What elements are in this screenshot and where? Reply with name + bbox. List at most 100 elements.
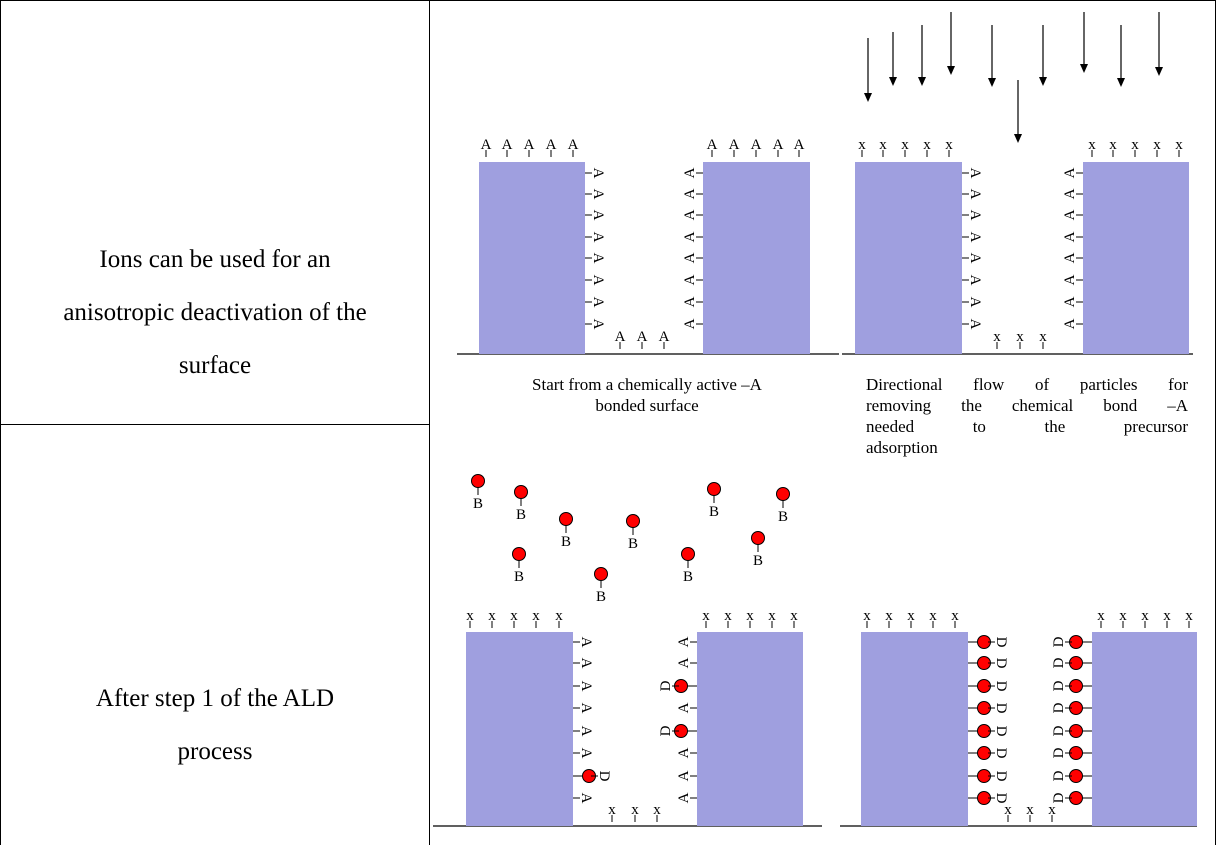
- surface-label-top: x: [1119, 608, 1127, 624]
- substrate-block: [1092, 632, 1197, 826]
- surface-label-side: A: [967, 210, 983, 221]
- surface-label-top: x: [858, 137, 866, 153]
- panel2-caption-line2: removing the chemical bond –A: [866, 396, 1188, 415]
- substrate-block: [466, 632, 573, 826]
- surface-label-top: x: [945, 137, 953, 153]
- surface-label-side: A: [590, 297, 606, 308]
- surface-label-side: A: [1062, 274, 1078, 285]
- arrow-head-icon: [889, 77, 897, 86]
- surface-label-side: A: [676, 792, 692, 803]
- surface-label-top: A: [546, 137, 557, 153]
- surface-label-top: x: [923, 137, 931, 153]
- surface-label-top: x: [885, 608, 893, 624]
- arrow-head-icon: [918, 77, 926, 86]
- surface-label-side: A: [1062, 252, 1078, 263]
- precursor-ball: [559, 512, 573, 526]
- reacted-label-side: D: [1051, 702, 1067, 713]
- surface-label-side: A: [967, 253, 983, 264]
- substrate-block: [697, 632, 803, 826]
- surface-label-side: A: [590, 275, 606, 286]
- arrow-head-icon: [1117, 78, 1125, 87]
- surface-label-side: A: [676, 747, 692, 758]
- substrate-block: [479, 162, 585, 354]
- surface-label-top: A: [659, 329, 670, 345]
- surface-label-top: x: [466, 608, 474, 624]
- precursor-label: B: [596, 589, 606, 605]
- surface-label-top: x: [702, 608, 710, 624]
- surface-label-side: A: [682, 274, 698, 285]
- surface-label-side: A: [967, 232, 983, 243]
- surface-label-top: x: [746, 608, 754, 624]
- surface-label-top: x: [488, 608, 496, 624]
- reacted-label-side: D: [993, 703, 1009, 714]
- surface-label-top: A: [502, 137, 513, 153]
- precursor-label: B: [753, 553, 763, 569]
- row1-description-line1: Ions can be used for an: [99, 246, 331, 273]
- surface-label-side: A: [590, 210, 606, 221]
- surface-label-side: A: [578, 658, 594, 669]
- surface-label-top: A: [568, 137, 579, 153]
- arrow-head-icon: [947, 66, 955, 75]
- reacted-label-side: D: [1051, 770, 1067, 781]
- surface-label-side: A: [590, 319, 606, 330]
- row-divider: [0, 424, 430, 425]
- panel2-caption-line1: Directional flow of particles for: [866, 375, 1188, 394]
- surface-label-side: A: [676, 702, 692, 713]
- panel2-caption-line4: adsorption: [866, 438, 938, 457]
- surface-label-side: A: [682, 296, 698, 307]
- surface-label-side: A: [578, 637, 594, 648]
- surface-label-side: A: [967, 319, 983, 330]
- surface-label-side: A: [1062, 167, 1078, 178]
- surface-label-top: A: [794, 137, 805, 153]
- surface-label-side: A: [578, 703, 594, 714]
- surface-label-side: A: [590, 232, 606, 243]
- surface-label-top: x: [1048, 802, 1056, 818]
- reacted-label-side: D: [658, 725, 674, 736]
- surface-label-top: x: [1088, 137, 1096, 153]
- surface-label-top: x: [993, 329, 1001, 345]
- substrate-block: [703, 162, 810, 354]
- arrow-head-icon: [1014, 134, 1022, 143]
- surface-label-side: A: [676, 657, 692, 668]
- reacted-label-side: D: [993, 748, 1009, 759]
- precursor-label: B: [561, 534, 571, 550]
- surface-label-side: A: [578, 793, 594, 804]
- surface-label-side: A: [682, 167, 698, 178]
- precursor-ball: [514, 485, 528, 499]
- reacted-label-side: D: [993, 771, 1009, 782]
- surface-label-side: A: [590, 253, 606, 264]
- surface-label-top: A: [615, 329, 626, 345]
- surface-label-top: x: [1153, 137, 1161, 153]
- precursor-ball: [707, 482, 721, 496]
- reacted-label-side: D: [1051, 725, 1067, 736]
- surface-label-top: x: [653, 802, 661, 818]
- surface-label-top: A: [751, 137, 762, 153]
- surface-label-side: A: [590, 168, 606, 179]
- precursor-label: B: [683, 569, 693, 585]
- surface-label-side: A: [682, 318, 698, 329]
- precursor-ball: [626, 514, 640, 528]
- surface-label-side: A: [682, 252, 698, 263]
- row2-description-line1: After step 1 of the ALD: [95, 685, 335, 712]
- panel1-caption-line2: bonded surface: [595, 396, 699, 415]
- precursor-label: B: [778, 509, 788, 525]
- surface-label-side: A: [967, 275, 983, 286]
- panel1-caption: Start from a chemically active –A bonded…: [452, 374, 842, 416]
- reacted-label-side: D: [596, 771, 612, 782]
- surface-label-top: x: [724, 608, 732, 624]
- surface-label-side: A: [676, 770, 692, 781]
- surface-label-top: x: [1109, 137, 1117, 153]
- row2-description-line2: process: [177, 738, 253, 765]
- surface-label-top: A: [773, 137, 784, 153]
- surface-label-top: x: [790, 608, 798, 624]
- row1-description-line3: surface: [178, 352, 252, 379]
- reacted-label-side: D: [993, 637, 1009, 648]
- precursor-ball: [776, 487, 790, 501]
- row2-description: After step 1 of the ALD process: [0, 672, 430, 778]
- arrow-head-icon: [1155, 67, 1163, 76]
- surface-label-side: A: [578, 748, 594, 759]
- reacted-label-side: D: [993, 726, 1009, 737]
- surface-label-top: x: [1141, 608, 1149, 624]
